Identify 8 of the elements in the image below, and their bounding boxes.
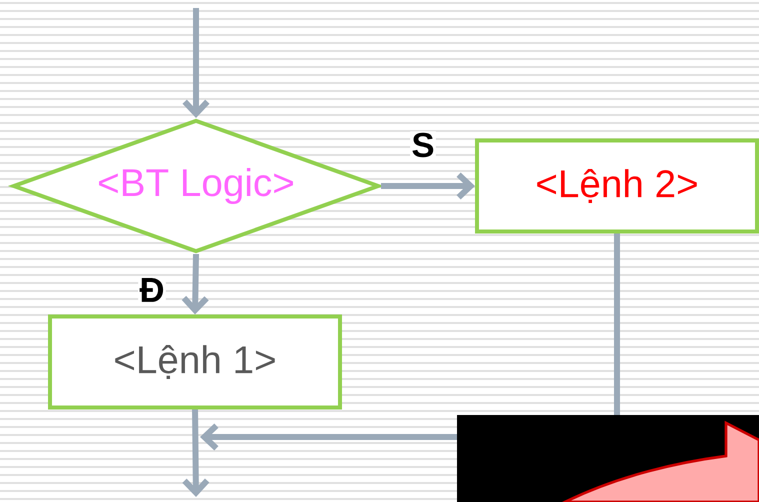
arrow: [182, 409, 210, 497]
edge-label: S: [410, 131, 436, 159]
process-box: <Lệnh 2>: [475, 138, 759, 234]
process-box: <Lệnh 1>: [48, 314, 342, 410]
arrow: [381, 172, 476, 200]
arrow: [182, 254, 209, 314]
edge-label: Đ: [138, 276, 166, 304]
arrow: [182, 8, 210, 118]
